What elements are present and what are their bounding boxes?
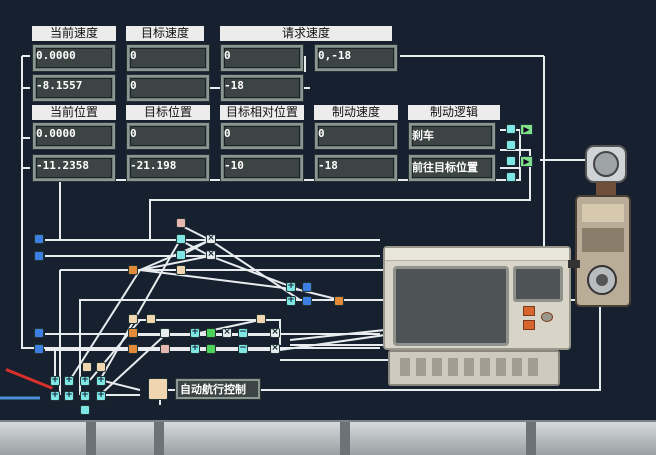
plus-icon[interactable]: + xyxy=(80,390,90,401)
logic-chip[interactable] xyxy=(206,328,216,338)
logic-chip[interactable] xyxy=(146,314,156,324)
display-request-speed-2: -18 xyxy=(220,74,304,102)
display-brake-speed-1: 0 xyxy=(314,122,398,150)
logic-chip[interactable] xyxy=(334,296,344,306)
plus-icon[interactable]: + xyxy=(190,327,200,338)
plus-icon[interactable]: + xyxy=(190,343,200,354)
terminal-button[interactable] xyxy=(541,312,553,322)
connector-chip[interactable] xyxy=(506,124,516,134)
plus-icon[interactable]: + xyxy=(50,390,60,401)
connector-chip[interactable] xyxy=(506,156,516,166)
display-request-speed-3: 0,-18 xyxy=(314,44,398,72)
signal-input-chip[interactable] xyxy=(34,328,44,338)
logic-chip[interactable] xyxy=(128,265,138,275)
header-current-position: 当前位置 xyxy=(32,105,116,120)
display-brake-speed-2: -18 xyxy=(314,154,398,182)
plus-icon[interactable]: + xyxy=(286,281,296,292)
plus-icon[interactable]: + xyxy=(80,375,90,386)
display-target-position-1: 0 xyxy=(126,122,210,150)
logic-chip[interactable] xyxy=(160,344,170,354)
multiply-icon[interactable]: × xyxy=(206,233,216,244)
display-current-speed-1: 0.0000 xyxy=(32,44,116,72)
terminal-secondary-screen xyxy=(513,266,563,302)
plus-icon[interactable]: + xyxy=(96,375,106,386)
multiply-icon[interactable]: × xyxy=(206,249,216,260)
multiply-icon[interactable]: × xyxy=(270,327,280,338)
plus-icon[interactable]: + xyxy=(50,375,60,386)
terminal-top-bar xyxy=(385,248,569,261)
minus-icon[interactable]: − xyxy=(238,343,248,354)
header-target-position: 目标位置 xyxy=(126,105,210,120)
display-target-speed-1: 0 xyxy=(126,44,210,72)
connector-chip[interactable] xyxy=(506,172,516,182)
logic-chip[interactable] xyxy=(256,314,266,324)
display-target-position-2: -21.198 xyxy=(126,154,210,182)
terminal-main-screen xyxy=(393,266,509,346)
multiply-icon[interactable]: × xyxy=(222,327,232,338)
signal-input-chip[interactable] xyxy=(34,234,44,244)
arrow-right-icon[interactable]: ▶ xyxy=(520,156,533,167)
autopilot-control-label: 自动航行控制 xyxy=(175,378,261,400)
display-request-speed-1: 0 xyxy=(220,44,304,72)
logic-chip[interactable] xyxy=(128,344,138,354)
multiply-icon[interactable]: × xyxy=(270,343,280,354)
display-brake-logic-2: 前往目标位置 xyxy=(408,154,496,182)
logic-chip[interactable] xyxy=(128,328,138,338)
autopilot-lever-icon[interactable] xyxy=(148,378,168,400)
display-target-relative-1: 0 xyxy=(220,122,304,150)
header-brake-speed: 制动速度 xyxy=(314,105,398,120)
display-brake-logic-1: 刹车 xyxy=(408,122,496,150)
terminal-keyboard[interactable] xyxy=(388,350,560,386)
display-target-relative-2: -10 xyxy=(220,154,304,182)
plus-icon[interactable]: + xyxy=(64,375,74,386)
logic-chip[interactable] xyxy=(160,328,170,338)
header-brake-logic: 制动逻辑 xyxy=(408,105,500,120)
signal-input-chip[interactable] xyxy=(302,282,312,292)
plus-icon[interactable]: + xyxy=(96,390,106,401)
arrow-right-icon[interactable]: ▶ xyxy=(520,124,533,135)
display-current-position-1: 0.0000 xyxy=(32,122,116,150)
display-current-speed-2: -8.1557 xyxy=(32,74,116,102)
signal-input-chip[interactable] xyxy=(302,296,312,306)
plus-icon[interactable]: + xyxy=(286,295,296,306)
minus-icon[interactable]: − xyxy=(238,327,248,338)
display-target-speed-2: 0 xyxy=(126,74,210,102)
header-request-speed: 请求速度 xyxy=(220,26,392,41)
logic-chip[interactable] xyxy=(96,362,106,372)
header-target-speed: 目标速度 xyxy=(126,26,204,41)
logic-chip[interactable] xyxy=(128,314,138,324)
display-current-position-2: -11.2358 xyxy=(32,154,116,182)
logic-chip[interactable] xyxy=(82,362,92,372)
signal-input-chip[interactable] xyxy=(34,344,44,354)
engine-machine-icon[interactable] xyxy=(568,140,638,310)
logic-chip[interactable] xyxy=(206,344,216,354)
connector-chip[interactable] xyxy=(80,405,90,415)
logic-chip[interactable] xyxy=(176,218,186,228)
logic-chip[interactable] xyxy=(176,265,186,275)
logic-chip[interactable] xyxy=(176,234,186,244)
floor-panel xyxy=(0,420,656,455)
terminal-button[interactable] xyxy=(523,320,535,330)
connector-chip[interactable] xyxy=(506,140,516,150)
header-current-speed: 当前速度 xyxy=(32,26,116,41)
plus-icon[interactable]: + xyxy=(64,390,74,401)
logic-chip[interactable] xyxy=(176,250,186,260)
signal-input-chip[interactable] xyxy=(34,251,44,261)
terminal-button[interactable] xyxy=(523,306,535,316)
computer-terminal[interactable] xyxy=(383,246,571,350)
header-target-relative-position: 目标相对位置 xyxy=(220,105,304,120)
